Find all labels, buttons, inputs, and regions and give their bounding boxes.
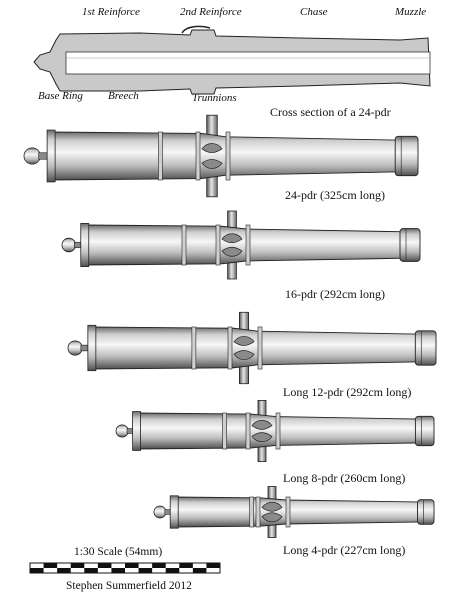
scale-segment — [84, 568, 98, 573]
scale-segment — [30, 568, 44, 573]
reinforce-ring — [245, 412, 251, 450]
cannon-8-pdr — [115, 399, 435, 462]
label-breech: Breech — [108, 90, 139, 102]
dolphin-handles — [261, 501, 283, 523]
cascabel-knob — [115, 424, 129, 438]
base-ring — [80, 222, 90, 267]
label-1st-reinforce: 1st Reinforce — [82, 6, 140, 18]
muzzle — [414, 415, 435, 447]
scale-title: 1:30 Scale (54mm) — [74, 546, 163, 558]
cascabel-knob — [61, 237, 77, 253]
barrel-body — [83, 224, 407, 266]
dolphin-handles — [221, 233, 243, 257]
muzzle — [414, 330, 437, 366]
reinforce-ring — [215, 224, 221, 266]
base-ring — [46, 129, 56, 183]
caption-8-pdr: Long 8-pdr (260cm long) — [283, 471, 406, 485]
caption-24-pdr: 24-pdr (325cm long) — [285, 188, 385, 202]
cross-section-bore — [65, 51, 431, 75]
base-ring — [132, 411, 141, 451]
cascabel-knob — [67, 340, 83, 356]
scale-segment — [206, 563, 220, 568]
scale-segment — [138, 568, 153, 573]
cannon-24-pdr — [23, 114, 419, 198]
label-muzzle: Muzzle — [395, 6, 427, 18]
scale-segment — [192, 568, 207, 573]
scale-bar — [29, 562, 221, 574]
label-chase: Chase — [300, 6, 328, 18]
dolphin-handle — [181, 25, 211, 34]
cross-section-caption: Cross section of a 24-pdr — [270, 105, 391, 119]
reinforce-ring — [222, 412, 227, 450]
barrel-body — [49, 131, 402, 181]
barrel-body — [172, 496, 424, 528]
scale-segment — [57, 568, 71, 573]
cascabel-knob — [23, 147, 41, 165]
reinforce-ring — [181, 224, 187, 266]
reinforce-ring — [191, 326, 197, 370]
dolphin-handles — [233, 336, 255, 360]
label-base-ring: Base Ring — [38, 90, 83, 102]
muzzle — [399, 228, 421, 262]
credit-text: Stephen Summerfield 2012 — [66, 580, 192, 592]
scale-segment — [125, 563, 139, 568]
reinforce-ring — [225, 131, 231, 181]
reinforce-ring — [195, 131, 201, 181]
reinforce-ring — [249, 496, 254, 528]
cannon-12-pdr — [67, 311, 437, 385]
reinforce-ring — [275, 412, 281, 450]
cross-section-diagram — [33, 25, 431, 95]
label-2nd-reinforce: 2nd Reinforce — [180, 6, 242, 18]
muzzle — [394, 135, 419, 177]
scale-segment — [152, 563, 166, 568]
dolphin-handles — [201, 143, 223, 169]
cannon-4-pdr — [153, 486, 435, 538]
scale-segment — [43, 563, 58, 568]
scale-segment — [179, 563, 193, 568]
reinforce-ring — [257, 326, 263, 370]
scale-segment — [70, 563, 85, 568]
cannons-group — [23, 114, 437, 538]
scale-segment — [97, 563, 112, 568]
reinforce-ring — [227, 326, 233, 370]
caption-16-pdr: 16-pdr (292cm long) — [285, 287, 385, 301]
caption-12-pdr: Long 12-pdr (292cm long) — [283, 385, 412, 399]
scale-segment — [165, 568, 180, 573]
cascabel-knob — [153, 505, 167, 519]
reinforce-ring — [245, 224, 251, 266]
base-ring — [87, 324, 97, 372]
label-trunnions: Trunnions — [192, 92, 237, 104]
muzzle — [417, 499, 435, 525]
reinforce-ring — [158, 131, 163, 181]
reinforce-ring — [285, 496, 291, 528]
base-ring — [169, 495, 179, 529]
cannon-16-pdr — [61, 210, 421, 280]
dolphin-handles — [251, 420, 273, 442]
reinforce-ring — [255, 496, 261, 528]
barrel-body — [90, 326, 422, 370]
scale-segment — [111, 568, 125, 573]
caption-4-pdr: Long 4-pdr (227cm long) — [283, 543, 406, 557]
scale-bar-segments — [30, 563, 220, 573]
